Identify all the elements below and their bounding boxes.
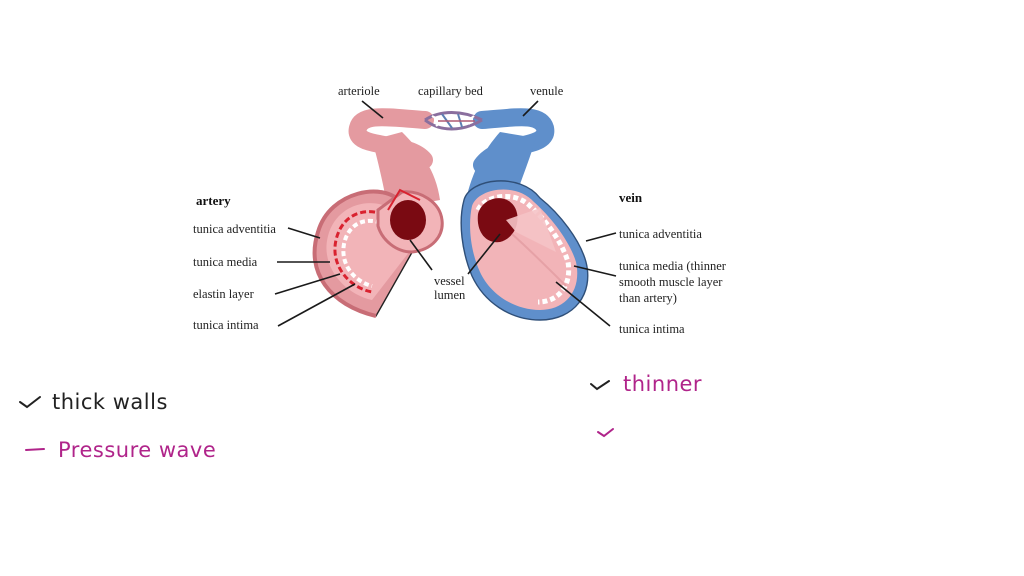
label-vein-title: vein [619,190,643,205]
label-vein-media-3: than artery) [619,291,677,305]
label-artery-intima: tunica intima [193,318,259,332]
label-vessel-lumen-1: vessel [434,274,465,288]
note-thick-walls: thick walls [52,390,168,414]
label-vein-media-2: smooth muscle layer [619,275,723,289]
label-vein-media-1: tunica media (thinner [619,259,727,273]
handwritten-notes: thick walls Pressure wave thinner [19,372,702,462]
label-artery-title: artery [196,193,231,208]
checkmark-icon [25,448,45,451]
capillary-bed [424,111,483,131]
label-vessel-lumen-2: lumen [434,288,466,302]
label-vein-intima: tunica intima [619,322,685,336]
label-venule: venule [530,84,564,98]
label-artery-media: tunica media [193,255,258,269]
vein-vessel [460,132,589,321]
checkmark-icon [597,428,614,438]
label-artery-elastin: elastin layer [193,287,255,301]
label-artery-adventitia: tunica adventitia [193,222,276,236]
leader-lines [274,100,617,327]
label-capillary-bed: capillary bed [418,84,484,98]
label-arteriole: arteriole [338,84,380,98]
label-vein-adventitia: tunica adventitia [619,227,702,241]
checkmark-icon [19,396,41,409]
note-thinner: thinner [623,372,702,396]
artery-vessel [312,132,444,318]
checkmark-icon [590,380,610,391]
note-pressure-wave: Pressure wave [58,438,216,462]
